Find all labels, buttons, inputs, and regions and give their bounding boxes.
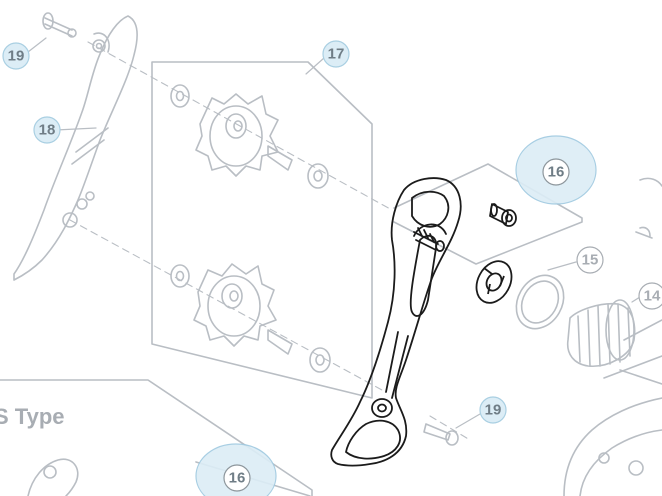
callout-number: 16: [229, 470, 246, 487]
callout-number: 15: [582, 252, 599, 269]
callout-number: 19: [8, 48, 25, 65]
section-title: S Type: [0, 404, 65, 429]
callout-box-16: [393, 163, 583, 265]
callout-19-bottom: 19: [479, 396, 507, 424]
callout-number: 18: [39, 122, 56, 139]
callout-18: 18: [33, 116, 61, 144]
callout-19-top: 19: [2, 42, 30, 70]
adjuster-plate: [475, 260, 513, 304]
screw-19-top: [42, 12, 77, 38]
callout-16-bottom: 16: [195, 443, 277, 496]
washer-15: [515, 274, 565, 330]
small-screw-19: [423, 423, 459, 446]
pulley-group-box-17: [151, 61, 373, 399]
callout-14: 14: [638, 282, 662, 310]
callout-number: 17: [328, 46, 345, 63]
lower-pulley: [170, 263, 331, 373]
inner-cage-plate: [330, 177, 462, 467]
cap-nut: [489, 203, 517, 227]
upper-pulley: [170, 84, 329, 189]
derailleur-body-fragment: [563, 177, 662, 496]
callout-number: 14: [644, 288, 661, 305]
assembly-dash-lines: [69, 41, 471, 441]
callout-number: 16: [548, 164, 565, 181]
lower-cage-fragment: [27, 458, 79, 496]
outer-cage-plate-18: [13, 15, 138, 281]
callout-15: 15: [576, 246, 604, 274]
callout-number: 19: [485, 402, 502, 419]
callout-16-main: 16: [515, 135, 597, 205]
callout-17: 17: [322, 40, 350, 68]
faded-parts-group: [0, 12, 662, 496]
spring-14: [566, 299, 636, 367]
